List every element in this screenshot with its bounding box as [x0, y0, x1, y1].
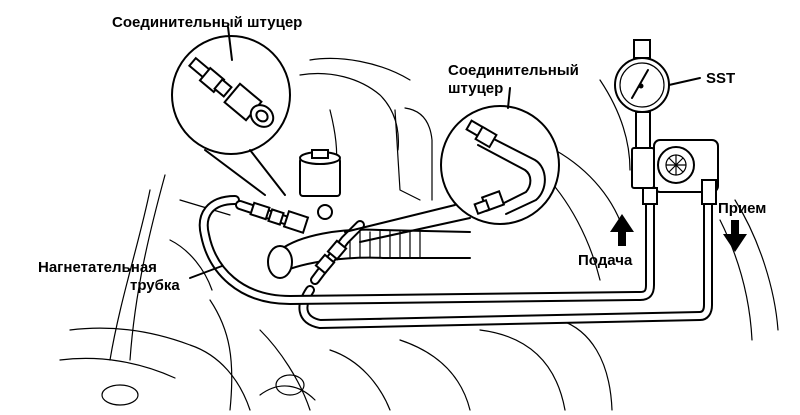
label-fitting-right-line1: Соединительный — [448, 62, 579, 79]
label-supply: Подача — [578, 252, 633, 269]
label-return: Прием — [718, 200, 767, 217]
engine-bay-background — [59, 57, 779, 411]
flow-arrows — [610, 214, 747, 252]
callout-right — [344, 105, 560, 243]
label-fitting-right-line2: штуцер — [448, 80, 504, 97]
steering-gear — [267, 149, 471, 279]
sst-gauge-assembly — [614, 39, 719, 205]
label-pressure-tube-line1: Нагнетательная — [38, 259, 157, 276]
supply-arrow-up — [610, 214, 634, 246]
label-sst: SST — [706, 70, 736, 87]
label-fitting-top: Соединительный штуцер — [112, 14, 303, 31]
inline-fittings — [249, 201, 348, 275]
leader-lines — [189, 26, 511, 279]
callout-left — [171, 35, 291, 196]
label-pressure-tube-line2: трубка — [130, 277, 180, 294]
return-arrow-down — [723, 220, 747, 252]
